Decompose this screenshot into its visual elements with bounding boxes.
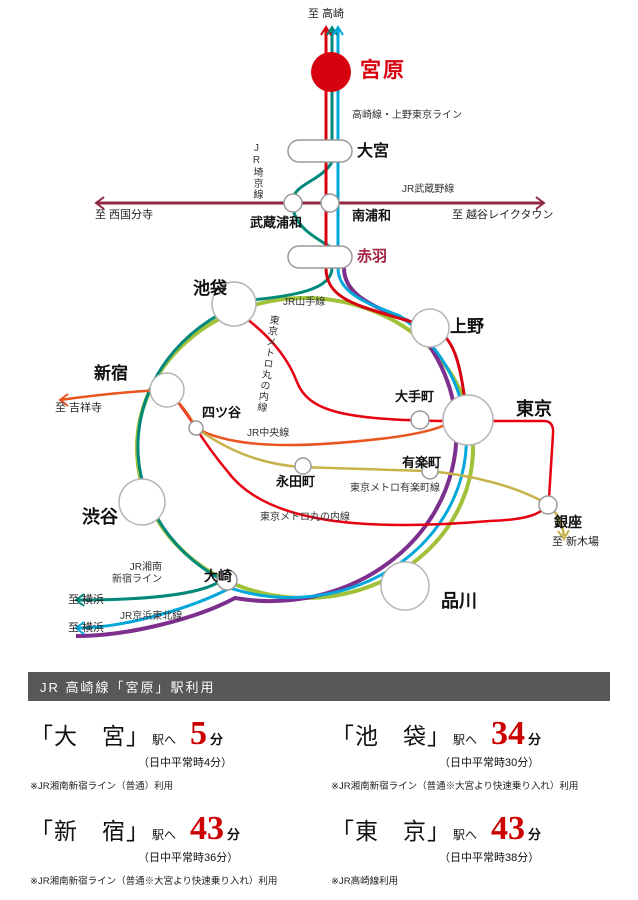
entry-daytime: （日中平常時4分） (138, 757, 233, 769)
entry-route-note: ※JR湘南新宿ライン（普通）利用 (30, 781, 174, 792)
line-label-keihin-tohoku: JR京浜東北線 (120, 611, 183, 622)
entry-to-suffix: 駅へ (152, 733, 177, 747)
endpoint-label-yokohama-keihin: 至 横浜 (68, 622, 105, 634)
entry-to-suffix: 駅へ (453, 733, 478, 747)
line-label-saikyo: JR埼京線 (251, 143, 262, 200)
station-otemachi-shape (410, 410, 430, 430)
station-akabane-shape (287, 245, 353, 269)
station-label-ikebukuro: 池袋 (193, 279, 227, 298)
shonan-shinjuku-line (75, 267, 334, 602)
takasaki-ueno-tokyo-line (324, 28, 469, 419)
station-shinjuku-shape (149, 372, 185, 408)
access-entry-ikebukuro: 「池 袋」 駅へ 34 分 （日中平常時30分） ※JR湘南新宿ライン（普通※大… (331, 717, 610, 793)
station-label-minami-urawa: 南浦和 (352, 208, 392, 223)
access-info: JR 高崎線「宮原」駅利用 「大 宮」 駅へ 5 分 （日中平常時4分） ※JR… (0, 658, 638, 900)
station-miyahara-shape (311, 52, 351, 92)
station-yotsuya-shape (188, 420, 204, 436)
line-label-takasaki-ueno-tokyo: 高崎線・上野東京ライン (352, 110, 462, 121)
info-header: JR 高崎線「宮原」駅利用 (28, 672, 610, 701)
entry-minutes: 43 (190, 810, 225, 847)
entry-daytime: （日中平常時30分） (439, 757, 540, 769)
chuo-arrow-icon (58, 393, 69, 407)
keihin-arrow-icon (74, 621, 85, 635)
station-label-osaki: 大崎 (204, 568, 232, 584)
entry-route-note: ※JR湘南新宿ライン（普通※大宮より快速乗り入れ）利用 (30, 876, 278, 887)
entry-daytime: （日中平常時36分） (138, 852, 239, 864)
endpoint-label-kichijoji: 至 吉祥寺 (55, 402, 103, 414)
station-label-tokyo: 東京 (516, 399, 552, 419)
chuo-line (59, 388, 446, 447)
entry-daytime: （日中平常時38分） (439, 852, 540, 864)
line-label-shonan-shinjuku: JR湘南 新宿ライン (112, 562, 162, 585)
entry-minutes-unit: 分 (210, 732, 224, 747)
station-label-shinagawa: 品川 (441, 591, 477, 611)
station-label-miyahara: 宮原 (360, 59, 406, 82)
line-label-chuo: JR中央線 (247, 428, 290, 439)
line-label-yamanote: JR山手線 (283, 297, 326, 308)
station-label-yotsuya: 四ツ谷 (202, 405, 242, 420)
musashino-arrow-right-icon (535, 196, 546, 210)
station-yurakucho-shape (421, 462, 439, 480)
station-label-shibuya: 渋谷 (82, 507, 118, 527)
endpoint-label-koshigaya-laketown: 至 越谷レイクタウン (452, 209, 554, 221)
station-ikebukuro-shape (211, 281, 257, 327)
entry-headline: 「東 京」 駅へ 43 分 (331, 812, 610, 846)
entry-headline: 「新 宿」 駅へ 43 分 (30, 812, 309, 846)
entry-station-name: 「東 京」 (331, 819, 451, 844)
station-label-ueno: 上野 (450, 317, 484, 336)
keihin-arrow-top-icon (332, 25, 344, 36)
station-omiya-shape (287, 139, 353, 163)
access-entries: 「大 宮」 駅へ 5 分 （日中平常時4分） ※JR湘南新宿ライン（普通）利用 … (30, 717, 610, 888)
entry-route-note: ※JR湘南新宿ライン（普通※大宮より快速乗り入れ）利用 (331, 781, 579, 792)
endpoint-label-nishi-kokubunji: 至 西国分寺 (95, 209, 154, 221)
access-entry-omiya: 「大 宮」 駅へ 5 分 （日中平常時4分） ※JR湘南新宿ライン（普通）利用 (30, 717, 309, 793)
station-label-omiya: 大宮 (357, 143, 390, 160)
marunouchi-line-north (242, 314, 444, 423)
entry-minutes: 5 (190, 715, 208, 752)
station-ginza-shape (538, 495, 558, 515)
entry-minutes-unit: 分 (528, 827, 542, 842)
route-map-svg (58, 25, 570, 638)
station-label-yurakucho: 有楽町 (402, 455, 442, 470)
endpoint-label-shin-kiba: 至 新木場 (552, 536, 600, 548)
access-entry-tokyo: 「東 京」 駅へ 43 分 （日中平常時38分） ※JR高崎線利用 (331, 812, 610, 888)
station-musashi-urawa-shape (283, 193, 303, 213)
entry-minutes: 43 (491, 810, 526, 847)
shonan-arrow-icon (74, 593, 85, 607)
station-osaki-shape (216, 569, 238, 591)
entry-station-name: 「新 宿」 (30, 819, 150, 844)
entry-to-suffix: 駅へ (453, 828, 478, 842)
station-nagatacho-shape (294, 457, 312, 475)
entry-station-name: 「大 宮」 (30, 724, 150, 749)
line-label-yurakucho: 東京メトロ有楽町線 (350, 483, 440, 494)
entry-station-name: 「池 袋」 (331, 724, 451, 749)
musashino-arrow-left-icon (94, 196, 105, 210)
station-label-akabane: 赤羽 (357, 248, 388, 265)
endpoint-label-yokohama-shonan: 至 横浜 (68, 594, 105, 606)
station-label-ginza: 銀座 (554, 514, 582, 530)
station-label-otemachi: 大手町 (395, 389, 435, 404)
station-label-shinjuku: 新宿 (94, 364, 128, 383)
station-minami-urawa-shape (320, 193, 340, 213)
entry-headline: 「池 袋」 駅へ 34 分 (331, 717, 610, 751)
station-label-musashi-urawa: 武蔵浦和 (250, 215, 303, 230)
entry-minutes-unit: 分 (227, 827, 241, 842)
access-entry-shinjuku: 「新 宿」 駅へ 43 分 （日中平常時36分） ※JR湘南新宿ライン（普通※大… (30, 812, 309, 888)
entry-to-suffix: 駅へ (152, 828, 177, 842)
line-label-musashino: JR武蔵野線 (402, 184, 455, 195)
station-shibuya-shape (118, 478, 166, 526)
entry-headline: 「大 宮」 駅へ 5 分 (30, 717, 309, 751)
station-ueno-shape (410, 308, 450, 348)
station-tokyo-shape (442, 394, 494, 446)
entry-minutes-unit: 分 (528, 732, 542, 747)
yurakucho-arrow-icon (557, 529, 570, 541)
endpoint-label-takasaki: 至 高崎 (308, 8, 345, 20)
entry-minutes: 34 (491, 715, 526, 752)
line-label-marunouchi-lower: 東京メトロ丸の内線 (260, 512, 350, 523)
route-map: 至 高崎 至 西国分寺 至 越谷レイクタウン 至 吉祥寺 至 新木場 至 横浜 … (55, 8, 600, 638)
station-shinagawa-shape (380, 561, 430, 611)
entry-route-note: ※JR高崎線利用 (331, 876, 399, 887)
station-label-nagatacho: 永田町 (276, 474, 316, 489)
